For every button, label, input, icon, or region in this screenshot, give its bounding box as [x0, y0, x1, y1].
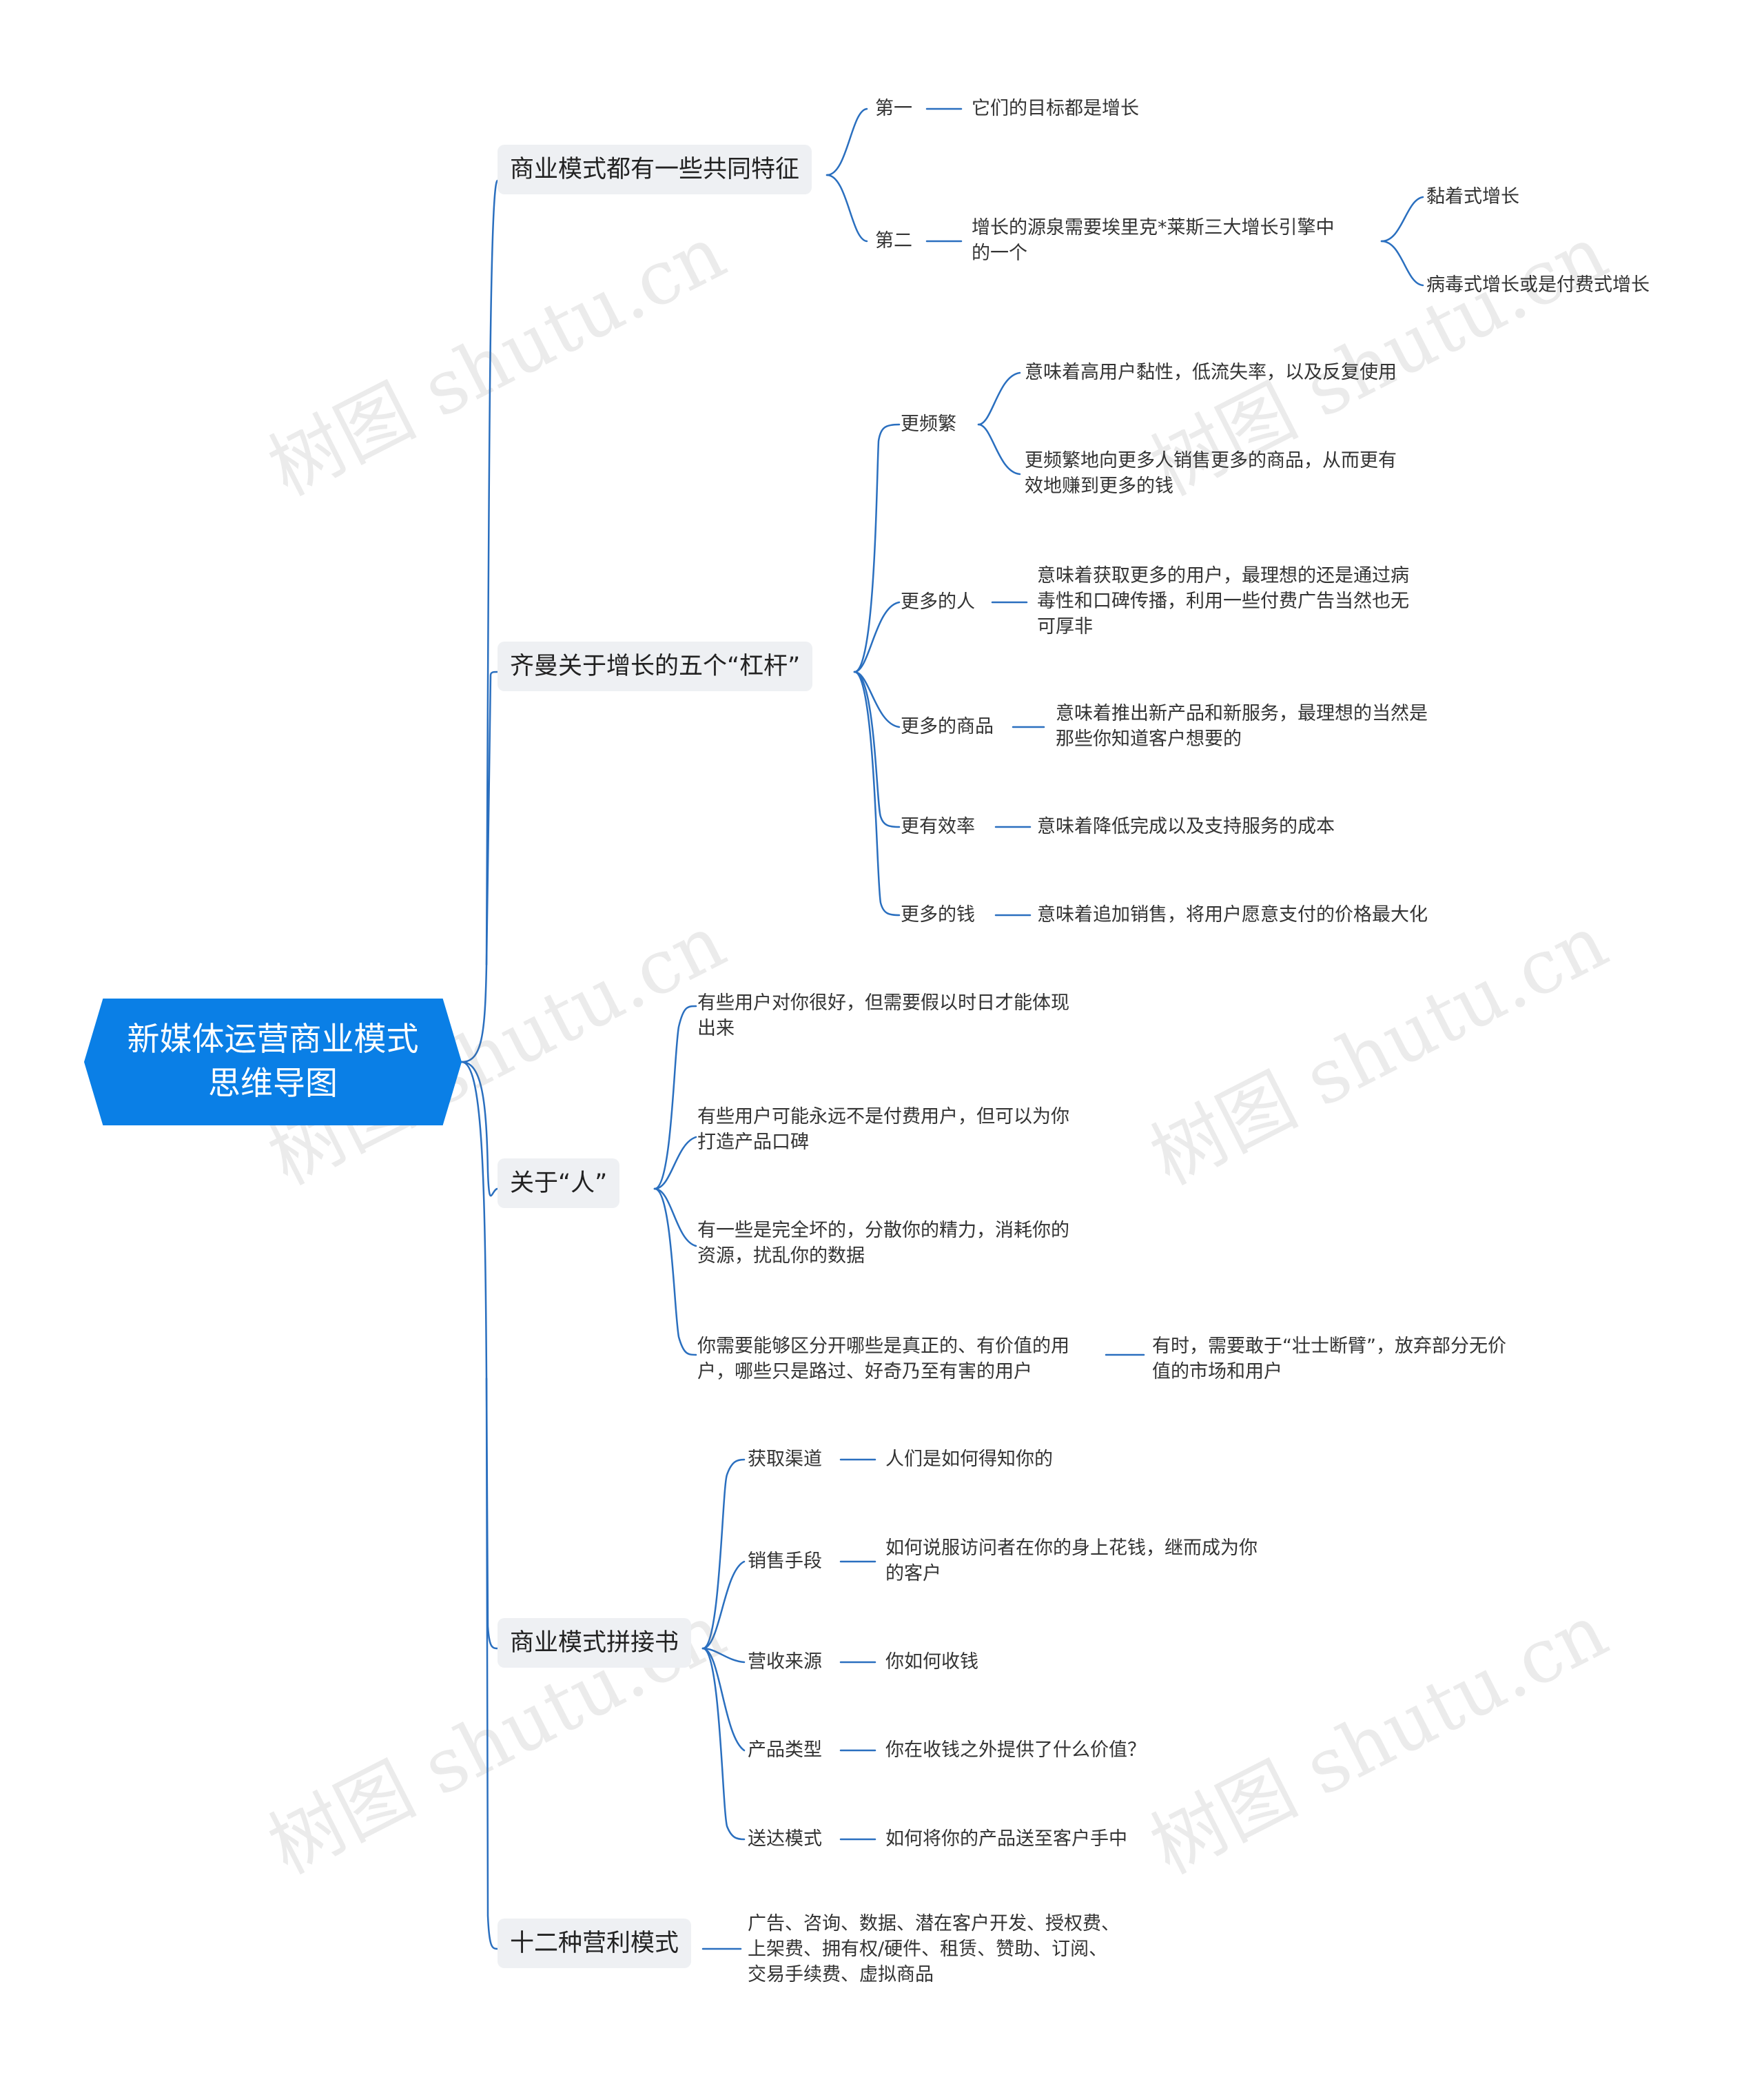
node-more-efficient[interactable]: 更有效率 — [901, 816, 975, 837]
connector — [701, 1560, 746, 1650]
branch-common-features[interactable]: 商业模式都有一些共同特征 — [498, 145, 812, 194]
connector — [701, 1647, 746, 1664]
node-delivery-mode-text[interactable]: 如何将你的产品送至客户手中 — [885, 1828, 1127, 1850]
node-more-frequent-2[interactable]: 更频繁地向更多人销售更多的商品，从而更有 效地赚到更多的钱 — [1025, 450, 1397, 497]
node-more-goods-1[interactable]: 意味着推出新产品和新服务，最理想的当然是 那些你知道客户想要的 — [1056, 703, 1428, 750]
connector — [853, 423, 901, 673]
connector — [853, 601, 901, 673]
connector — [977, 423, 1021, 476]
connector — [485, 671, 499, 966]
node-second[interactable]: 第二 — [875, 230, 912, 252]
node-sales-method[interactable]: 销售手段 — [748, 1551, 822, 1572]
connector — [460, 1061, 499, 1197]
node-more-people[interactable]: 更多的人 — [901, 591, 975, 613]
connector — [653, 1136, 697, 1190]
node-more-frequent[interactable]: 更频繁 — [901, 413, 956, 435]
node-more-people-1[interactable]: 意味着获取更多的用户，最理想的还是通过病 毒性和口碑传播，利用一些付费广告当然也… — [1037, 565, 1409, 637]
node-people-1[interactable]: 有些用户对你很好，但需要假以时日才能体现 出来 — [697, 992, 1069, 1039]
node-revenue-source[interactable]: 营收来源 — [748, 1651, 822, 1673]
node-sticky-growth[interactable]: 黏着式增长 — [1426, 186, 1519, 207]
node-people-2[interactable]: 有些用户可能永远不是付费用户，但可以为你 打造产品口碑 — [697, 1106, 1069, 1153]
node-more-money-1[interactable]: 意味着追加销售，将用户愿意支付的价格最大化 — [1037, 904, 1428, 926]
connector — [701, 1647, 746, 1841]
connector — [701, 1458, 746, 1650]
node-product-type[interactable]: 产品类型 — [748, 1739, 822, 1761]
connector — [653, 1005, 697, 1190]
connector — [853, 671, 901, 917]
node-people-4[interactable]: 你需要能够区分开哪些是真正的、有价值的用 户，哪些只是路过、好奇乃至有害的用户 — [697, 1336, 1069, 1382]
node-more-goods[interactable]: 更多的商品 — [901, 716, 994, 737]
node-acquisition-channel[interactable]: 获取渠道 — [748, 1449, 822, 1470]
node-second-text[interactable]: 增长的源泉需要埃里克*莱斯三大增长引擎中 的一个 — [972, 217, 1335, 264]
node-more-efficient-1[interactable]: 意味着降低完成以及支持服务的成本 — [1037, 816, 1335, 837]
node-first[interactable]: 第一 — [875, 98, 912, 119]
connector — [460, 179, 499, 1063]
branch-five-levers[interactable]: 齐曼关于增长的五个“杠杆” — [498, 642, 813, 691]
node-acquisition-channel-text[interactable]: 人们是如何得知你的 — [885, 1449, 1053, 1470]
connector — [485, 1377, 499, 1950]
connector — [825, 108, 868, 176]
node-people-4-extra[interactable]: 有时，需要敢于“壮士断臂”，放弃部分无价 值的市场和用户 — [1152, 1336, 1506, 1382]
connector — [653, 1187, 697, 1247]
node-revenue-source-text[interactable]: 你如何收钱 — [885, 1651, 978, 1673]
connector — [853, 671, 901, 828]
node-delivery-mode[interactable]: 送达模式 — [748, 1828, 822, 1850]
connector — [825, 174, 868, 243]
node-viral-growth[interactable]: 病毒式增长或是付费式增长 — [1426, 274, 1650, 296]
connector — [460, 1061, 499, 1650]
node-product-type-text[interactable]: 你在收钱之外提供了什么价值？ — [885, 1739, 1146, 1761]
branch-about-people[interactable]: 关于“人” — [498, 1158, 620, 1208]
connector — [977, 371, 1021, 426]
node-first-text[interactable]: 它们的目标都是增长 — [972, 98, 1139, 119]
node-more-money[interactable]: 更多的钱 — [901, 904, 975, 926]
node-more-frequent-1[interactable]: 意味着高用户黏性，低流失率，以及反复使用 — [1025, 362, 1397, 383]
branch-business-model-canvas[interactable]: 商业模式拼接书 — [498, 1618, 692, 1668]
root-node[interactable]: 新媒体运营商业模式 思维导图 — [84, 999, 462, 1125]
connector — [701, 1647, 746, 1752]
connector — [653, 1187, 697, 1356]
node-sales-method-text[interactable]: 如何说服访问者在你的身上花钱，继而成为你 的客户 — [885, 1537, 1258, 1584]
connector — [1380, 196, 1424, 243]
node-profit-models-list[interactable]: 广告、咨询、数据、潜在客户开发、授权费、 上架费、拥有权/硬件、租赁、赞助、订阅… — [748, 1913, 1120, 1985]
connector — [1380, 240, 1424, 287]
node-people-3[interactable]: 有一些是完全坏的，分散你的精力，消耗你的 资源，扰乱你的数据 — [697, 1220, 1069, 1267]
branch-twelve-profit-models[interactable]: 十二种营利模式 — [498, 1919, 692, 1968]
